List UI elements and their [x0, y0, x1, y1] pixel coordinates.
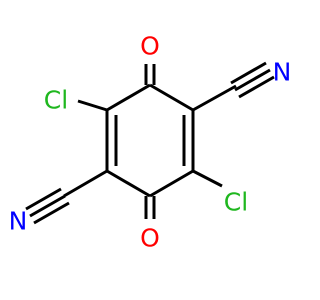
nitrile-bottom-triple-b: [29, 194, 66, 218]
nitrile-bottom-triple-a: [25, 187, 62, 211]
nitrile-top-bond: [192, 84, 237, 112]
nitrile-bottom-bond: [63, 169, 108, 198]
nitrile-top-triple-a: [230, 61, 267, 85]
nitrogen-top-label: N: [273, 58, 292, 87]
ring-bond-bottom-right: [149, 169, 194, 198]
bonds: [25, 61, 275, 225]
atom-labels: O O Cl Cl N N: [9, 32, 292, 253]
nitrile-bottom-triple-c: [33, 201, 70, 225]
chlorine-left-label: Cl: [44, 86, 68, 115]
ring-bond-top-right: [149, 83, 194, 112]
ring-bond-bottom-left: [106, 169, 151, 198]
chloro-right-bond: [192, 169, 223, 188]
nitrogen-bottom-label: N: [9, 207, 28, 236]
chemical-structure: O O Cl Cl N N: [9, 32, 292, 253]
chlorine-right-label: Cl: [224, 188, 248, 217]
nitrile-top-triple-c: [238, 75, 275, 99]
oxygen-top-label: O: [140, 32, 160, 61]
oxygen-bottom-label: O: [140, 224, 160, 253]
chloro-left-bond: [77, 99, 108, 112]
ring-bond-top-left: [106, 83, 151, 112]
nitrile-top-triple-b: [234, 68, 271, 92]
